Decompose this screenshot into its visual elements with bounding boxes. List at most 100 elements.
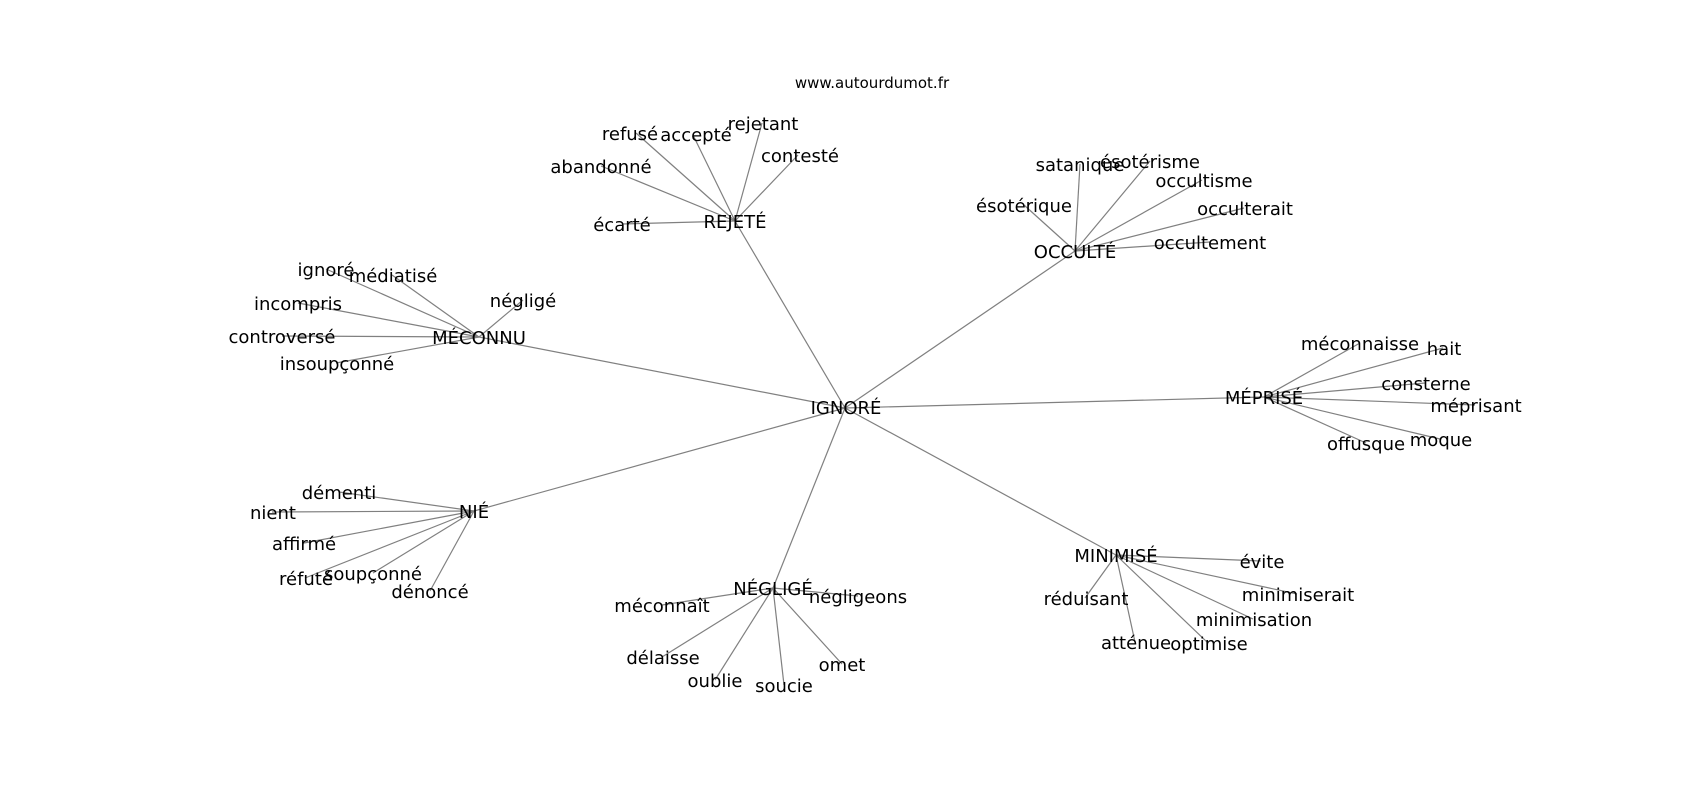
edge-hub-leaf [1263, 396, 1367, 444]
edge-hub-leaf [372, 510, 475, 574]
hub-node-label: NÉGLIGÉ [733, 578, 812, 600]
leaf-node-label: offusque [1327, 434, 1405, 455]
leaf-node-label: optimise [1170, 634, 1247, 655]
edge-hub-leaf [772, 587, 859, 597]
leaf-node-label: ignoré [298, 260, 355, 281]
edge-root-hub [772, 407, 846, 589]
edge-hub-leaf [621, 220, 736, 225]
leaf-node-label: moque [1410, 430, 1472, 451]
leaf-node-label: soupçonné [324, 564, 422, 585]
source-url: www.autourdumot.fr [795, 74, 950, 92]
leaf-node-label: insoupçonné [280, 354, 394, 375]
edge-hub-leaf [772, 587, 843, 665]
edge-hub-leaf [1115, 554, 1262, 562]
edge-root-hub [734, 220, 846, 409]
edge-hub-leaf [1263, 396, 1441, 440]
hub-node-label: NIÉ [459, 501, 489, 523]
edge-hub-leaf [281, 335, 480, 338]
leaf-node-label: hait [1427, 339, 1462, 360]
edges-layer [271, 122, 1476, 686]
leaf-node-label: minimiserait [1242, 585, 1354, 606]
leaf-node-label: minimisation [1196, 610, 1312, 631]
leaf-node-label: évite [1240, 552, 1285, 573]
hub-node-label: MINIMISÉ [1074, 545, 1157, 567]
leaf-node-label: oublie [688, 671, 743, 692]
edge-hub-leaf [325, 268, 480, 338]
root-node-label: IGNORÉ [811, 397, 882, 419]
leaf-node-label: occulterait [1197, 199, 1293, 220]
edge-hub-leaf [1263, 347, 1444, 398]
edge-hub-leaf [338, 491, 475, 512]
leaf-node-label: délaisse [626, 648, 699, 669]
edge-hub-leaf [304, 510, 475, 579]
leaf-node-label: écarté [593, 215, 651, 236]
leaf-node-label: accepté [660, 125, 731, 146]
edge-hub-leaf [303, 510, 475, 544]
leaf-node-label: soucie [755, 676, 813, 697]
leaf-node-label: refusé [602, 124, 658, 145]
leaf-node-label: atténue [1101, 633, 1171, 654]
edge-hub-leaf [1115, 554, 1298, 595]
leaf-node-label: négligé [490, 291, 556, 312]
edge-hub-leaf [1263, 382, 1426, 398]
leaf-node-label: controversé [229, 327, 336, 348]
edge-hub-leaf [692, 134, 736, 222]
leaf-node-label: abandonné [550, 157, 651, 178]
edge-hub-leaf [297, 302, 480, 338]
edge-hub-leaf [714, 587, 774, 681]
edge-hub-leaf [1263, 396, 1476, 406]
leaf-node-label: omet [819, 655, 866, 676]
leaf-node-label: méprisant [1430, 396, 1521, 417]
leaf-node-label: occultisme [1155, 171, 1252, 192]
hub-node-label: MÉPRISÉ [1225, 387, 1303, 409]
leaf-node-label: rejetant [728, 114, 799, 135]
edge-hub-leaf [734, 154, 799, 222]
edge-hub-leaf [600, 165, 736, 222]
edge-hub-leaf [1115, 554, 1136, 643]
leaf-node-label: ésotérique [976, 196, 1072, 217]
leaf-node-label: incompris [254, 294, 342, 315]
leaf-node-label: démenti [302, 483, 377, 504]
hub-node-label: MÉCONNU [432, 327, 526, 349]
hub-node-label: REJETÉ [704, 211, 767, 233]
leaf-node-label: négligeons [809, 587, 907, 608]
edge-root-hub [478, 336, 846, 409]
leaf-node-label: nient [250, 503, 296, 524]
leaf-node-label: réfuté [279, 569, 333, 590]
edge-hub-leaf [391, 274, 480, 338]
edge-hub-leaf [661, 587, 774, 606]
edge-hub-leaf [772, 587, 785, 686]
edge-root-hub [844, 396, 1265, 409]
leaf-node-label: médiatisé [349, 266, 438, 287]
edge-hub-leaf [1074, 207, 1245, 252]
edge-hub-leaf [734, 122, 763, 222]
edge-hub-leaf [1263, 342, 1361, 398]
edge-root-hub [844, 250, 1076, 409]
edge-hub-leaf [1023, 204, 1076, 252]
leaf-node-label: satanique [1036, 155, 1125, 176]
edge-hub-leaf [429, 510, 475, 592]
edge-hub-leaf [1084, 554, 1117, 599]
edge-root-hub [844, 407, 1117, 556]
leaf-node-label: affirmé [272, 534, 336, 555]
edge-hub-leaf [335, 336, 480, 364]
leaf-node-label: réduisant [1044, 589, 1129, 610]
edge-hub-leaf [1074, 163, 1081, 252]
edge-hub-leaf [635, 132, 736, 222]
leaf-node-label: consterne [1381, 374, 1470, 395]
edge-hub-leaf [1115, 554, 1254, 620]
leaf-node-label: contesté [761, 146, 839, 167]
edge-hub-leaf [1074, 179, 1203, 252]
leaf-node-label: dénoncé [391, 582, 468, 603]
edge-hub-leaf [1074, 241, 1211, 252]
edge-hub-leaf [1115, 554, 1209, 644]
edge-root-hub [473, 407, 846, 512]
leaf-node-label: méconnaît [614, 596, 709, 617]
edge-hub-leaf [271, 510, 475, 513]
hub-node-label: OCCULTÉ [1034, 241, 1116, 263]
edge-hub-leaf [661, 587, 774, 658]
edge-hub-leaf [478, 299, 524, 338]
leaf-node-label: méconnaisse [1301, 334, 1419, 355]
